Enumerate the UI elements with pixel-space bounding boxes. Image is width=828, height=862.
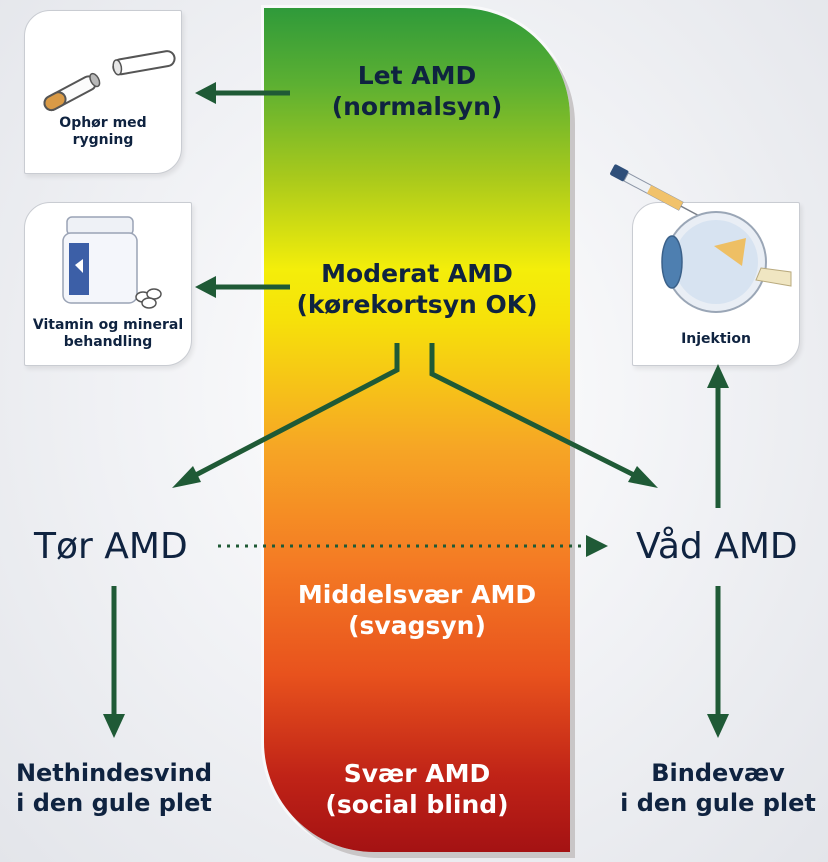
arrowhead-wet-down	[707, 714, 729, 738]
stage-mild-subtitle: (normalsyn)	[331, 92, 503, 121]
outcome-dry-line2: i den gule plet	[16, 789, 212, 817]
eye-injection-icon	[610, 164, 792, 313]
arrowhead-injection	[707, 364, 729, 388]
arrowhead-vitamin	[195, 276, 216, 298]
severity-gradient-bar	[264, 8, 570, 852]
stage-moderate: Moderat AMD (kørekortsyn OK)	[264, 258, 570, 320]
outcome-wet-line1: Bindevæv	[651, 759, 785, 787]
card-injection-label: Injektion	[681, 331, 751, 347]
stage-mild-title: Let AMD	[357, 61, 477, 90]
outcome-wet-line2: i den gule plet	[620, 789, 816, 817]
card-smoking-cessation: Ophør med rygning	[24, 10, 182, 174]
card-vitamin-line1: Vitamin og mineral	[32, 317, 184, 333]
outcome-wet: Bindevæv i den gule plet	[608, 758, 828, 818]
card-smoking-line1: Ophør med	[59, 115, 147, 131]
stage-medium-severe-subtitle: (svagsyn)	[348, 611, 486, 640]
vitamin-jar-icon	[62, 216, 162, 309]
dry-amd-label: Tør AMD	[34, 526, 188, 567]
stage-severe-title: Svær AMD	[343, 759, 491, 788]
card-vitamin-label: Vitamin og mineral behandling	[25, 317, 191, 351]
arrowhead-wet-amd	[628, 466, 658, 488]
stage-moderate-subtitle: (kørekortsyn OK)	[296, 290, 538, 319]
arrowhead-dry-amd	[172, 466, 201, 488]
arrowhead-dry-down	[103, 714, 125, 738]
arrowhead-dotted	[586, 535, 608, 557]
stage-moderate-title: Moderat AMD	[321, 259, 513, 288]
card-smoking-line2: rygning	[72, 132, 134, 148]
card-smoking-label: Ophør med rygning	[25, 115, 181, 149]
card-vitamin-line2: behandling	[63, 334, 153, 350]
card-vitamin-treatment: Vitamin og mineral behandling	[24, 202, 192, 366]
cigarette-icon	[43, 50, 176, 112]
stage-mild: Let AMD (normalsyn)	[264, 60, 570, 122]
wet-amd-label: Våd AMD	[636, 526, 798, 567]
outcome-dry-line1: Nethindesvind	[15, 759, 213, 787]
arrow-to-dry-amd	[188, 343, 400, 481]
outcome-dry: Nethindesvind i den gule plet	[4, 758, 224, 818]
arrow-to-wet-amd	[429, 343, 642, 481]
stage-severe: Svær AMD (social blind)	[264, 758, 570, 820]
stage-medium-severe-title: Middelsvær AMD	[297, 580, 537, 609]
stage-severe-subtitle: (social blind)	[325, 790, 509, 819]
arrowhead-smoking	[195, 82, 216, 104]
stage-medium-severe: Middelsvær AMD (svagsyn)	[264, 579, 570, 641]
